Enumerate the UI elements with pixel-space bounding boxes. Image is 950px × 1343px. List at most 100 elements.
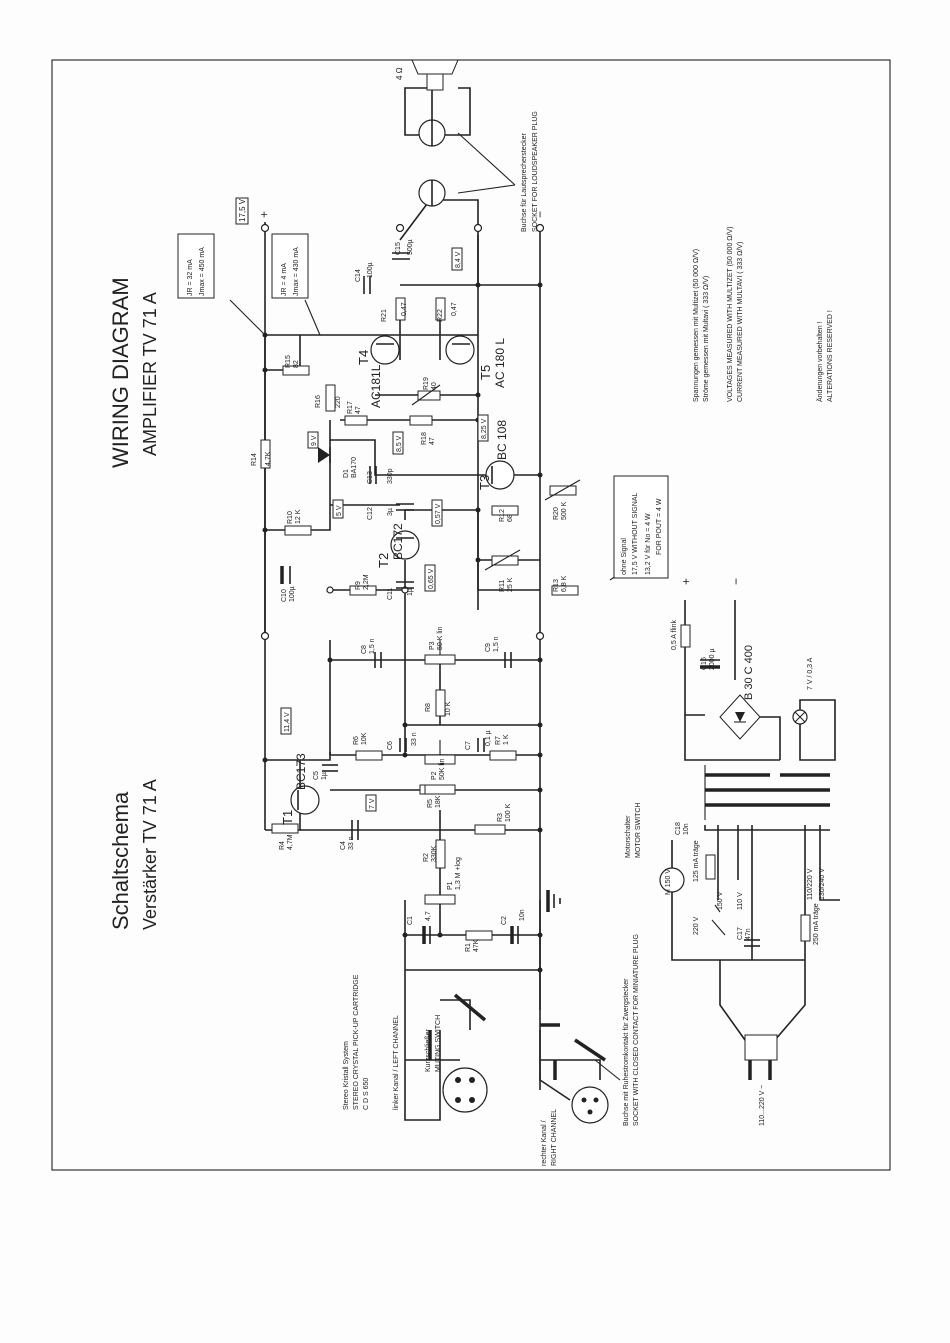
c13-value: 330p <box>387 468 394 484</box>
c12-ref: C12 <box>367 507 374 520</box>
c16-value: 2000 µ <box>709 648 716 670</box>
t1-ref: T1 <box>280 810 295 825</box>
t5-type: AC 180 L <box>493 338 507 388</box>
v-0-57: 0,57 V <box>435 503 442 524</box>
motor-switch-de: Motorschalter <box>625 815 632 858</box>
t2-type: BC172 <box>391 523 405 560</box>
c1-ref: C1 <box>407 916 414 925</box>
signal-4: FOR POUT = 4 W <box>656 498 663 555</box>
output-section <box>404 59 471 207</box>
t2-ref: T2 <box>376 553 391 568</box>
c4-value: 33 n <box>348 836 355 850</box>
r16-value: 220 <box>335 396 342 408</box>
rectifier-label: B 30 C 400 <box>743 645 755 700</box>
tap-110-label: 110 V <box>737 892 744 910</box>
tap-220-label: 220 V <box>693 916 700 935</box>
speaker-ohm: 4 Ω <box>395 67 404 80</box>
p3-ref: P3 <box>429 641 436 650</box>
motor-label: M 150 V <box>665 869 672 895</box>
capacitors <box>280 252 519 944</box>
r10-ref: R10 <box>287 511 294 524</box>
c15-value: 500µ <box>407 239 414 255</box>
left-channel-label: linker Kanal / LEFT CHANNEL <box>393 1015 400 1110</box>
alter-de: Änderungen vorbehalten ! <box>816 321 824 402</box>
r3-ref: R3 <box>497 813 504 822</box>
r18-value: 47 <box>429 437 436 445</box>
socket-note-de: Buchse mit Ruhestromkontakt für Zwergste… <box>623 978 630 1126</box>
r8-value: 10 K <box>445 701 452 716</box>
v-8-5: 8,5 V <box>396 435 403 452</box>
v-5: 5 V <box>336 505 343 516</box>
speaker-note-en: SOCKET FOR LOUDSPEAKER PLUG <box>532 111 539 232</box>
measure-de-2: Ströme gemessen mit Multavi ( 333 Ω/V) <box>703 276 710 402</box>
r16-ref: R16 <box>315 395 322 408</box>
rail-minus: − <box>533 211 547 218</box>
fuse3-label: 250 mA träge <box>813 903 820 945</box>
supply-minus: − <box>729 578 743 585</box>
p2-ref: P2 <box>431 771 438 780</box>
de-title: Schaltschema <box>108 791 133 930</box>
r20-ref: R20 <box>553 507 560 520</box>
c17-ref: C17 <box>737 927 744 940</box>
r7-value: 1 K <box>503 734 510 745</box>
p1-value: 1,3 M +log <box>455 857 462 890</box>
potentiometers <box>411 384 581 905</box>
r11-value: 25 K <box>507 577 514 592</box>
r9-value: 2,2M <box>363 574 370 590</box>
c14-ref: C14 <box>355 269 362 282</box>
selector-2: 130/240 V <box>819 868 826 900</box>
speaker-note-de: Buchse für Lautsprecherstecker <box>521 133 528 232</box>
r4-value: 4,7M <box>287 834 294 850</box>
c8-value: 1,5 n <box>369 638 376 654</box>
c7-ref: C7 <box>465 741 472 750</box>
v-9: 9 V <box>311 435 318 446</box>
c6-ref: C6 <box>387 741 394 750</box>
p2-value: 50K lin <box>439 758 446 780</box>
measure-de-1: Spannungen gemessen mit Multizet (50 000… <box>693 249 700 402</box>
c15-ref: C15 <box>395 242 402 255</box>
v-7: 7 V <box>369 798 376 809</box>
r11-ref: R11 <box>499 580 506 592</box>
c17-value: 47n <box>745 928 752 940</box>
muting-de: Kurzschließer <box>425 1029 432 1072</box>
r6-value: 10K <box>361 732 368 745</box>
r19-value: 40 <box>431 382 438 390</box>
r9-ref: R9 <box>355 581 362 590</box>
r3-value: 100 K <box>505 803 512 822</box>
r12-value: 68 <box>507 514 514 522</box>
c4-ref: C4 <box>340 841 347 850</box>
en-title: WIRING DIAGRAM <box>108 277 133 468</box>
r22-value: 0,47 <box>451 302 458 316</box>
right-channel-en: RIGHT CHANNEL <box>551 1109 558 1166</box>
c5-ref: C5 <box>313 771 320 780</box>
de-subtitle: Verstärker TV 71 A <box>140 779 160 930</box>
c12-value: 3µ <box>387 508 394 516</box>
wiring <box>264 180 601 1090</box>
c9-value: 1,5 n <box>493 636 500 652</box>
lamp-label: 7 V / 0,3 A <box>807 657 814 690</box>
p3-value: 50 K lin <box>437 627 444 650</box>
rail-plus: + <box>257 211 271 218</box>
r15-value: 82 <box>293 360 300 368</box>
right-channel-de: rechter Kanal / <box>541 1120 548 1166</box>
c6-value: 33 n <box>411 732 418 746</box>
voltage-labels: 11,4 V 7 V 5 V 0,57 V 0,65 V 9 V 8,5 V 8… <box>280 247 489 812</box>
page-frame <box>51 59 891 1171</box>
r7-ref: R7 <box>495 736 502 745</box>
title-en: WIRING DIAGRAM AMPLIFIER TV 71 A <box>108 277 160 468</box>
signal-2: 17,5 V WITHOUT SIGNAL <box>632 493 639 575</box>
measure-en-2: CURRENT MEASURED WITH MULTAVI ( 333 Ω/V) <box>737 242 744 402</box>
c5-value: 1µ <box>321 772 328 780</box>
socket-note-en: SOCKET WITH CLOSED CONTACT FOR MINIATURE… <box>633 934 640 1126</box>
c2-ref: C2 <box>501 916 508 925</box>
alter-en: ALTERATIONS RESERVED ! <box>827 310 834 402</box>
c9-ref: C9 <box>485 643 492 652</box>
current-2a: JR = 4 mA <box>281 263 288 296</box>
r15-ref: R15 <box>285 355 292 368</box>
r14-ref: R14 <box>251 453 258 466</box>
current-1a: JR = 32 mA <box>187 259 194 296</box>
input-section <box>404 993 609 1124</box>
